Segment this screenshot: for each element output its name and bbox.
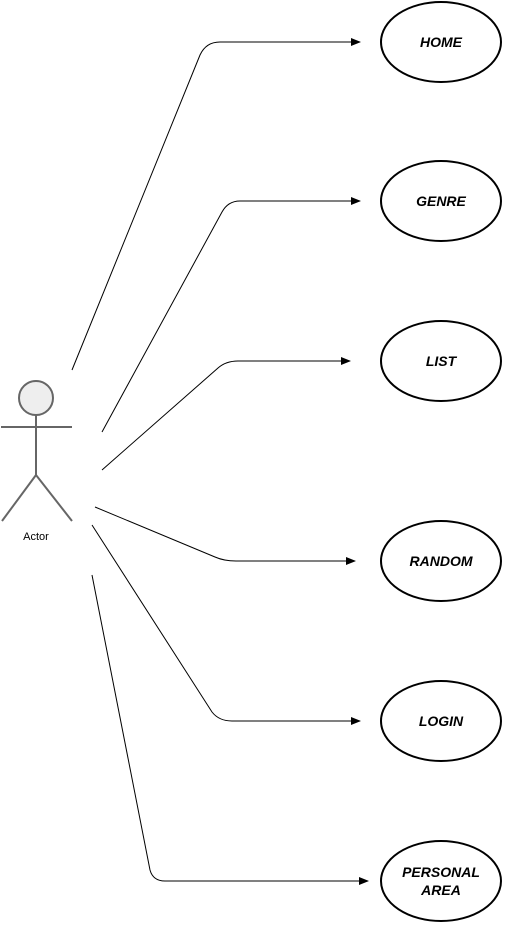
usecase-personal-area-label-line1: PERSONAL (402, 864, 480, 880)
connector-random (94, 506, 356, 565)
usecase-genre[interactable]: GENRE (380, 160, 502, 242)
actor-head (18, 380, 54, 416)
usecase-login[interactable]: LOGIN (380, 680, 502, 762)
usecase-genre-label: GENRE (416, 193, 466, 209)
usecase-home-ellipse[interactable] (380, 1, 502, 83)
usecase-list-label: LIST (426, 353, 458, 369)
usecase-list[interactable]: LIST (380, 320, 502, 402)
usecase-random[interactable]: RANDOM (380, 520, 502, 602)
use-cases: HOME GENRE LIST RANDOM LOGIN PERSONAL AR… (380, 1, 502, 922)
connector-login (91, 524, 361, 725)
usecase-home[interactable]: HOME (380, 1, 502, 83)
actor-left-leg (1, 474, 37, 522)
usecase-personal-area[interactable]: PERSONAL AREA (380, 840, 502, 922)
usecase-genre-ellipse[interactable] (380, 160, 502, 242)
connector-home (71, 38, 361, 371)
connector-personal-area (91, 574, 369, 885)
usecase-personal-area-ellipse[interactable] (380, 840, 502, 922)
usecase-login-ellipse[interactable] (380, 680, 502, 762)
usecase-list-ellipse[interactable] (380, 320, 502, 402)
usecase-personal-area-label-line2: AREA (420, 882, 461, 898)
connector-list (101, 357, 351, 471)
actor: Actor (1, 380, 73, 543)
connections (71, 38, 369, 885)
connector-genre (101, 197, 361, 433)
actor-right-leg (35, 474, 73, 522)
usecase-home-label: HOME (420, 34, 463, 50)
actor-label: Actor (23, 531, 49, 543)
usecase-random-ellipse[interactable] (380, 520, 502, 602)
usecase-login-label: LOGIN (419, 713, 464, 729)
usecase-random-label: RANDOM (410, 553, 473, 569)
